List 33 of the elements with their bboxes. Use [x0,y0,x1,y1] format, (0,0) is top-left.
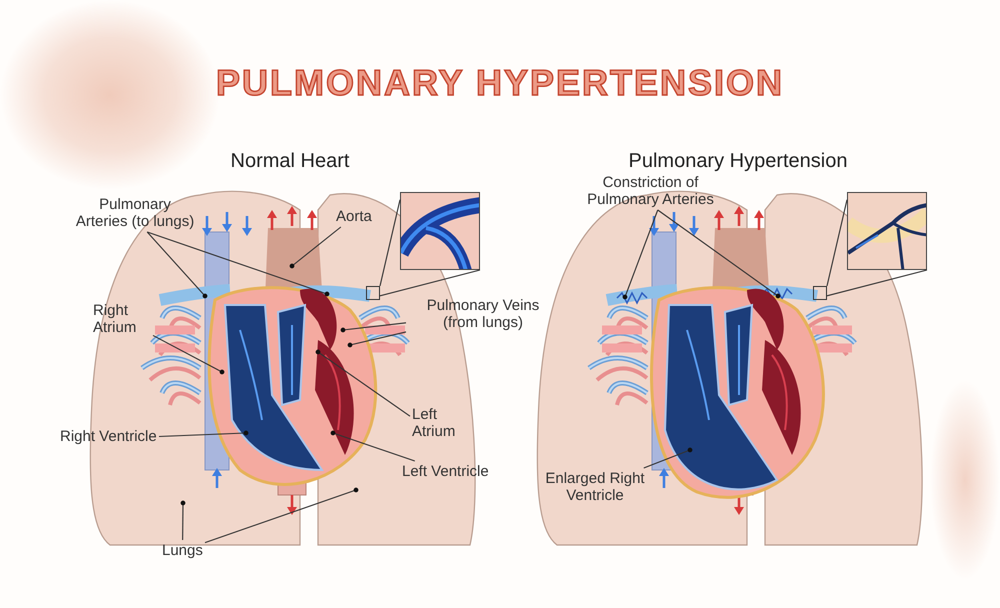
magnify-frame [366,286,380,300]
panel-heading: Pulmonary Hypertension [628,150,848,173]
panel-heading: Normal Heart [230,150,350,173]
leader-line [348,331,406,348]
leader-line [146,232,208,298]
callout-label: Pulmonary Veins (from lungs) [408,297,558,331]
magnified-vessel-inset [847,192,927,270]
leader-line [290,226,342,268]
callout-label: Aorta [336,208,372,225]
magnifier-line [826,269,928,296]
callout-label: Right Atrium [93,302,151,336]
leader-line [340,322,406,332]
leader-line [622,210,658,300]
leader-line [147,231,330,296]
leader-line [316,350,410,417]
magnify-frame [813,286,827,300]
callout-label: Right Ventricle [60,428,157,445]
leader-line [657,210,780,298]
magnified-vessel-inset [400,192,480,270]
leader-line [158,430,248,438]
callout-label: Lungs [162,542,203,559]
magnifier-line [380,269,480,296]
leader-line [330,430,415,462]
leader-line [204,488,358,544]
callout-label: Constriction of Pulmonary Arteries [578,174,723,208]
callout-label: Left Atrium [412,406,464,440]
callout-label: Pulmonary Arteries (to lungs) [74,196,196,230]
leader-line [152,334,224,374]
title: PULMONARY HYPERTENSION [214,62,786,104]
leader-line [180,500,186,540]
leader-line [644,448,692,469]
callout-label: Left Ventricle [402,463,489,480]
callout-label: Enlarged Right Ventricle [530,470,660,504]
